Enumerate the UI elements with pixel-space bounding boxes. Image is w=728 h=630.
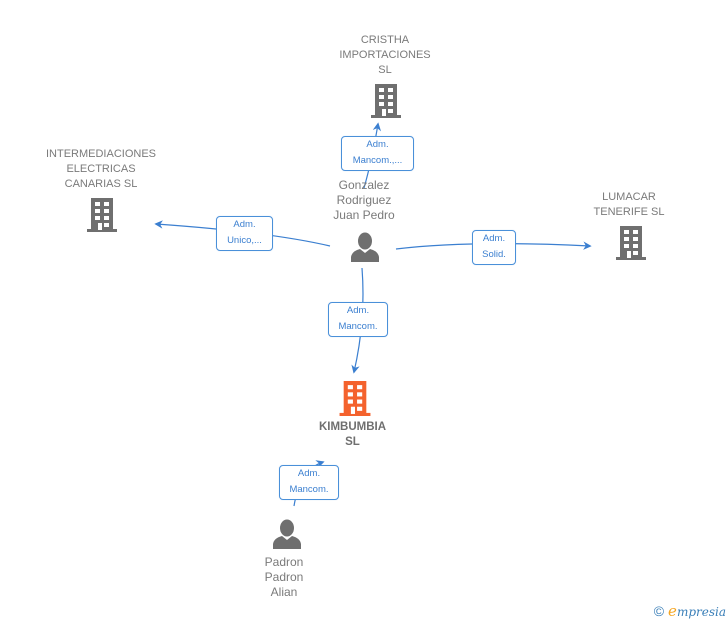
node-label-kimbumbia[interactable]: KIMBUMBIA SL: [318, 421, 387, 448]
footer-brand: © empresia: [654, 602, 726, 620]
person-icon[interactable]: [272, 519, 302, 549]
edge-label-gonzalez-kimbumbia[interactable]: Adm. Mancom.: [328, 302, 388, 337]
building-icon[interactable]: [616, 226, 646, 260]
copyright-icon: ©: [653, 603, 665, 619]
node-label-intermediaciones[interactable]: INTERMEDIACIONES ELECTRICAS CANARIAS SL: [45, 148, 156, 190]
node-label-padron[interactable]: Padron Padron Alian: [264, 555, 304, 599]
edge-label-gonzalez-cristha[interactable]: Adm. Mancom.,...: [341, 136, 414, 171]
empresia-logo[interactable]: empresia: [668, 602, 726, 620]
node-label-lumacar[interactable]: LUMACAR TENERIFE SL: [593, 191, 665, 218]
node-label-cristha[interactable]: CRISTHA IMPORTACIONES SL: [339, 34, 431, 76]
brand-rest: mpresia: [676, 605, 726, 619]
building-icon[interactable]: [371, 84, 401, 118]
brand-first-letter: e: [668, 602, 677, 620]
building-icon[interactable]: [339, 381, 371, 416]
edge-label-padron-kimbumbia[interactable]: Adm. Mancom.: [279, 465, 339, 500]
person-icon[interactable]: [350, 232, 380, 262]
building-icon[interactable]: [87, 198, 117, 232]
edge-label-gonzalez-intermediaciones[interactable]: Adm. Unico,...: [216, 216, 273, 251]
edge-label-gonzalez-lumacar[interactable]: Adm. Solid.: [472, 230, 516, 265]
node-label-gonzalez[interactable]: Gonzalez Rodriguez Juan Pedro: [333, 178, 395, 222]
